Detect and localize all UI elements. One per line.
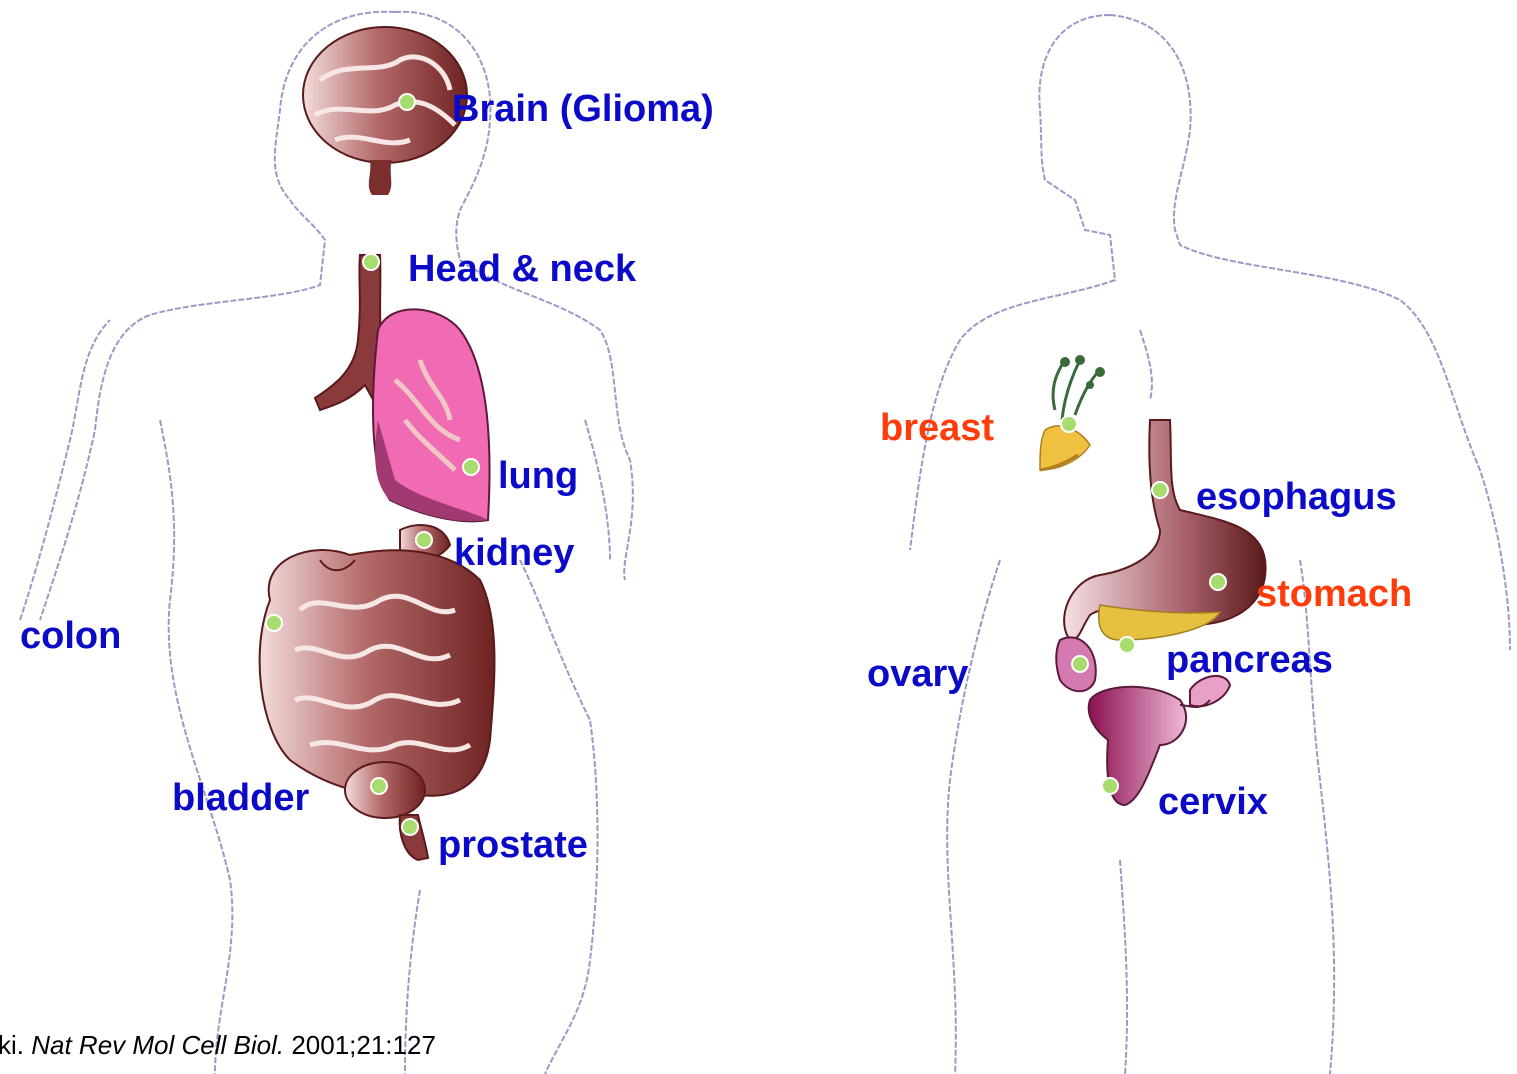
label-breast: breast (880, 409, 994, 447)
label-brain: Brain (Glioma) (452, 90, 714, 128)
bladder-marker (371, 778, 387, 794)
ovary-marker (1072, 656, 1088, 672)
citation-journal: Nat Rev Mol Cell Biol. (31, 1030, 284, 1060)
label-esophagus: esophagus (1196, 478, 1397, 516)
lung-illustration (373, 309, 490, 521)
label-lung: lung (498, 457, 578, 495)
citation-author: ki. (0, 1030, 31, 1060)
label-stomach: stomach (1256, 575, 1412, 613)
esophagus-marker (1152, 482, 1168, 498)
colon-marker (266, 615, 282, 631)
stomach-marker (1210, 574, 1226, 590)
citation-details: 2001;21:127 (284, 1030, 436, 1060)
label-bladder: bladder (172, 779, 309, 817)
stomach-illustration (1064, 420, 1265, 640)
brain-illustration (303, 27, 467, 195)
pancreas-marker (1119, 637, 1135, 653)
breast-marker (1061, 416, 1077, 432)
label-prostate: prostate (438, 826, 588, 864)
label-ovary: ovary (867, 655, 968, 693)
bladder-illustration (345, 762, 428, 860)
lung-marker (463, 459, 479, 475)
breast-tissue-illustration (1040, 355, 1105, 470)
label-cervix: cervix (1158, 783, 1268, 821)
head-neck-marker (363, 254, 379, 270)
brain-marker (399, 94, 415, 110)
prostate-marker (402, 819, 418, 835)
label-head-neck: Head & neck (408, 250, 636, 288)
citation: ki. Nat Rev Mol Cell Biol. 2001;21:127 (0, 1030, 436, 1061)
label-kidney: kidney (454, 534, 574, 572)
label-pancreas: pancreas (1166, 641, 1333, 679)
kidney-marker (416, 532, 432, 548)
label-colon: colon (20, 617, 121, 655)
cervix-marker (1102, 778, 1118, 794)
